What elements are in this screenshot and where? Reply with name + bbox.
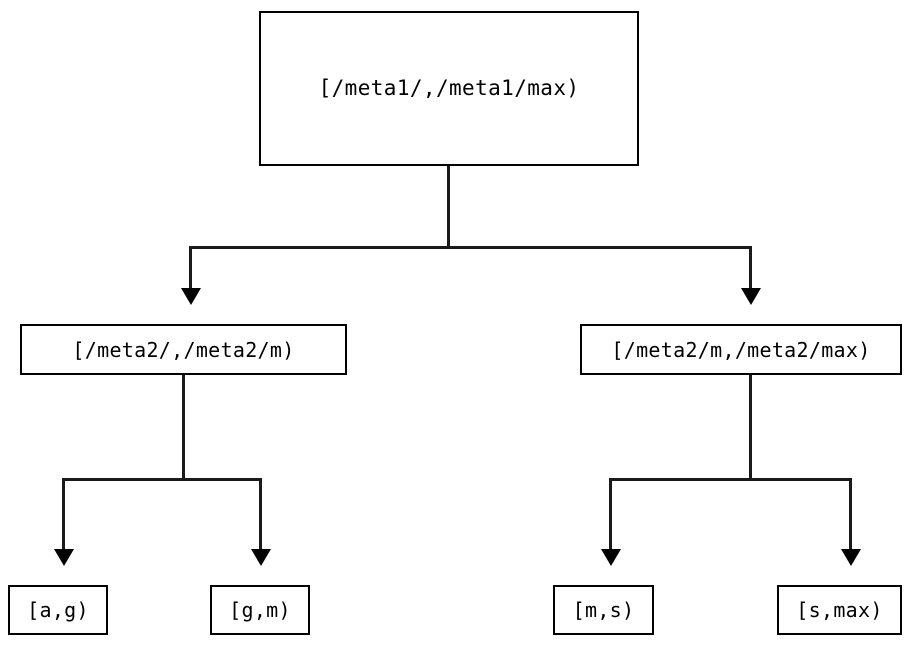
- connector-mid-right-stem: [749, 375, 752, 481]
- connector-root-bar: [189, 246, 752, 249]
- arrowhead-mid-right-to-leaf-3: [841, 549, 861, 566]
- node-leaf-s-max-label: [s,max): [796, 598, 883, 622]
- arrowhead-root-to-mid-left: [181, 288, 201, 305]
- connector-mid-left-bar: [62, 478, 262, 481]
- node-leaf-a-g[interactable]: [a,g): [8, 585, 108, 635]
- arrowhead-mid-left-to-leaf-1: [251, 549, 271, 566]
- connector-root-stem: [447, 166, 450, 249]
- node-root-label: [/meta1/,/meta1/max): [318, 76, 580, 100]
- node-root[interactable]: [/meta1/,/meta1/max): [259, 11, 639, 166]
- node-mid-left-label: [/meta2/,/meta2/m): [72, 337, 295, 362]
- connector-mid-left-stem: [182, 375, 185, 481]
- arrowhead-mid-right-to-leaf-2: [601, 549, 621, 566]
- node-leaf-m-s[interactable]: [m,s): [553, 585, 654, 635]
- node-leaf-m-s-label: [m,s): [572, 598, 635, 622]
- connector-mid-left-to-leaf-0: [62, 478, 65, 552]
- node-leaf-s-max[interactable]: [s,max): [777, 585, 902, 635]
- node-mid-right[interactable]: [/meta2/m,/meta2/max): [580, 324, 902, 375]
- connector-mid-right-to-leaf-2: [609, 478, 612, 552]
- arrowhead-mid-left-to-leaf-0: [54, 549, 74, 566]
- node-leaf-g-m-label: [g,m): [229, 598, 291, 622]
- node-mid-left[interactable]: [/meta2/,/meta2/m): [20, 324, 347, 375]
- node-mid-right-label: [/meta2/m,/meta2/max): [611, 337, 871, 362]
- connector-mid-right-to-leaf-3: [849, 478, 852, 552]
- arrowhead-root-to-mid-right: [741, 288, 761, 305]
- connector-root-to-mid-left: [189, 246, 192, 291]
- node-leaf-g-m[interactable]: [g,m): [210, 585, 310, 635]
- connector-mid-left-to-leaf-1: [259, 478, 262, 552]
- connector-mid-right-bar: [609, 478, 852, 481]
- connector-root-to-mid-right: [749, 246, 752, 291]
- node-leaf-a-g-label: [a,g): [27, 598, 89, 622]
